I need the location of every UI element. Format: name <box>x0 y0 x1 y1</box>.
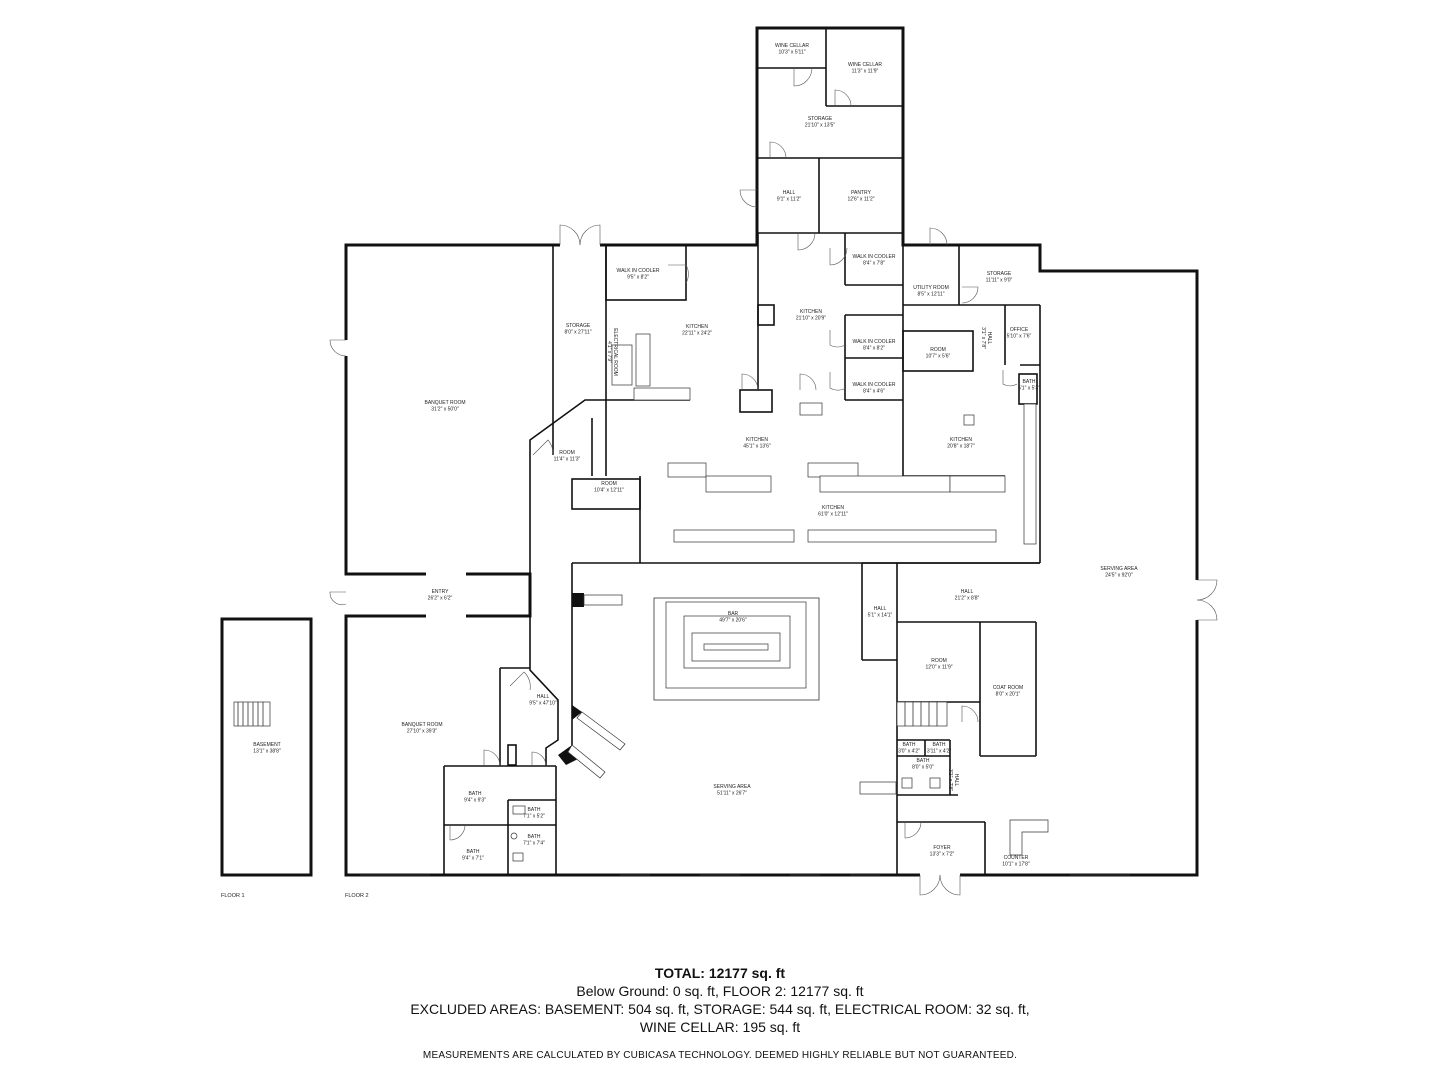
hall-vertical-label: HALL3'1" x 7'8" <box>947 769 959 791</box>
below-ground-area: Below Ground: 0 sq. ft, FLOOR 2: 12177 s… <box>576 983 864 999</box>
serving-walls <box>558 562 1049 875</box>
floor-1-plan <box>220 617 313 877</box>
floor-2-label: FLOOR 2 <box>345 893 369 899</box>
excluded-areas-continued: WINE CELLAR: 195 sq. ft <box>639 1019 801 1035</box>
floor-1-label: FLOOR 1 <box>221 893 245 899</box>
top-wing-walls <box>739 28 903 234</box>
total-area: TOTAL: 12177 sq. ft <box>654 965 786 981</box>
disclaimer: MEASUREMENTS ARE CALCULATED BY CUBICASA … <box>422 1050 1018 1061</box>
electrical-room-label: ELECTRICAL ROOM4'1" x 7'9" <box>606 328 618 376</box>
exterior-walls <box>344 26 1199 877</box>
stairs-icon <box>233 701 271 727</box>
hall-vertical-label: HALL3'1" x 7'8" <box>980 327 992 349</box>
exterior-doors <box>329 224 1218 896</box>
excluded-areas: EXCLUDED AREAS: BASEMENT: 504 sq. ft, ST… <box>410 1001 1030 1017</box>
area-summary: TOTAL: 12177 sq. ft Below Ground: 0 sq. … <box>0 964 1440 1061</box>
kitchen-fixtures <box>611 333 1037 545</box>
lower-left-walls <box>443 455 559 875</box>
vertical-labels: ELECTRICAL ROOM4'1" x 7'9" HALL3'1" x 7'… <box>606 327 992 791</box>
kitchen-block-walls <box>529 227 1041 564</box>
basement-walls <box>220 617 313 877</box>
